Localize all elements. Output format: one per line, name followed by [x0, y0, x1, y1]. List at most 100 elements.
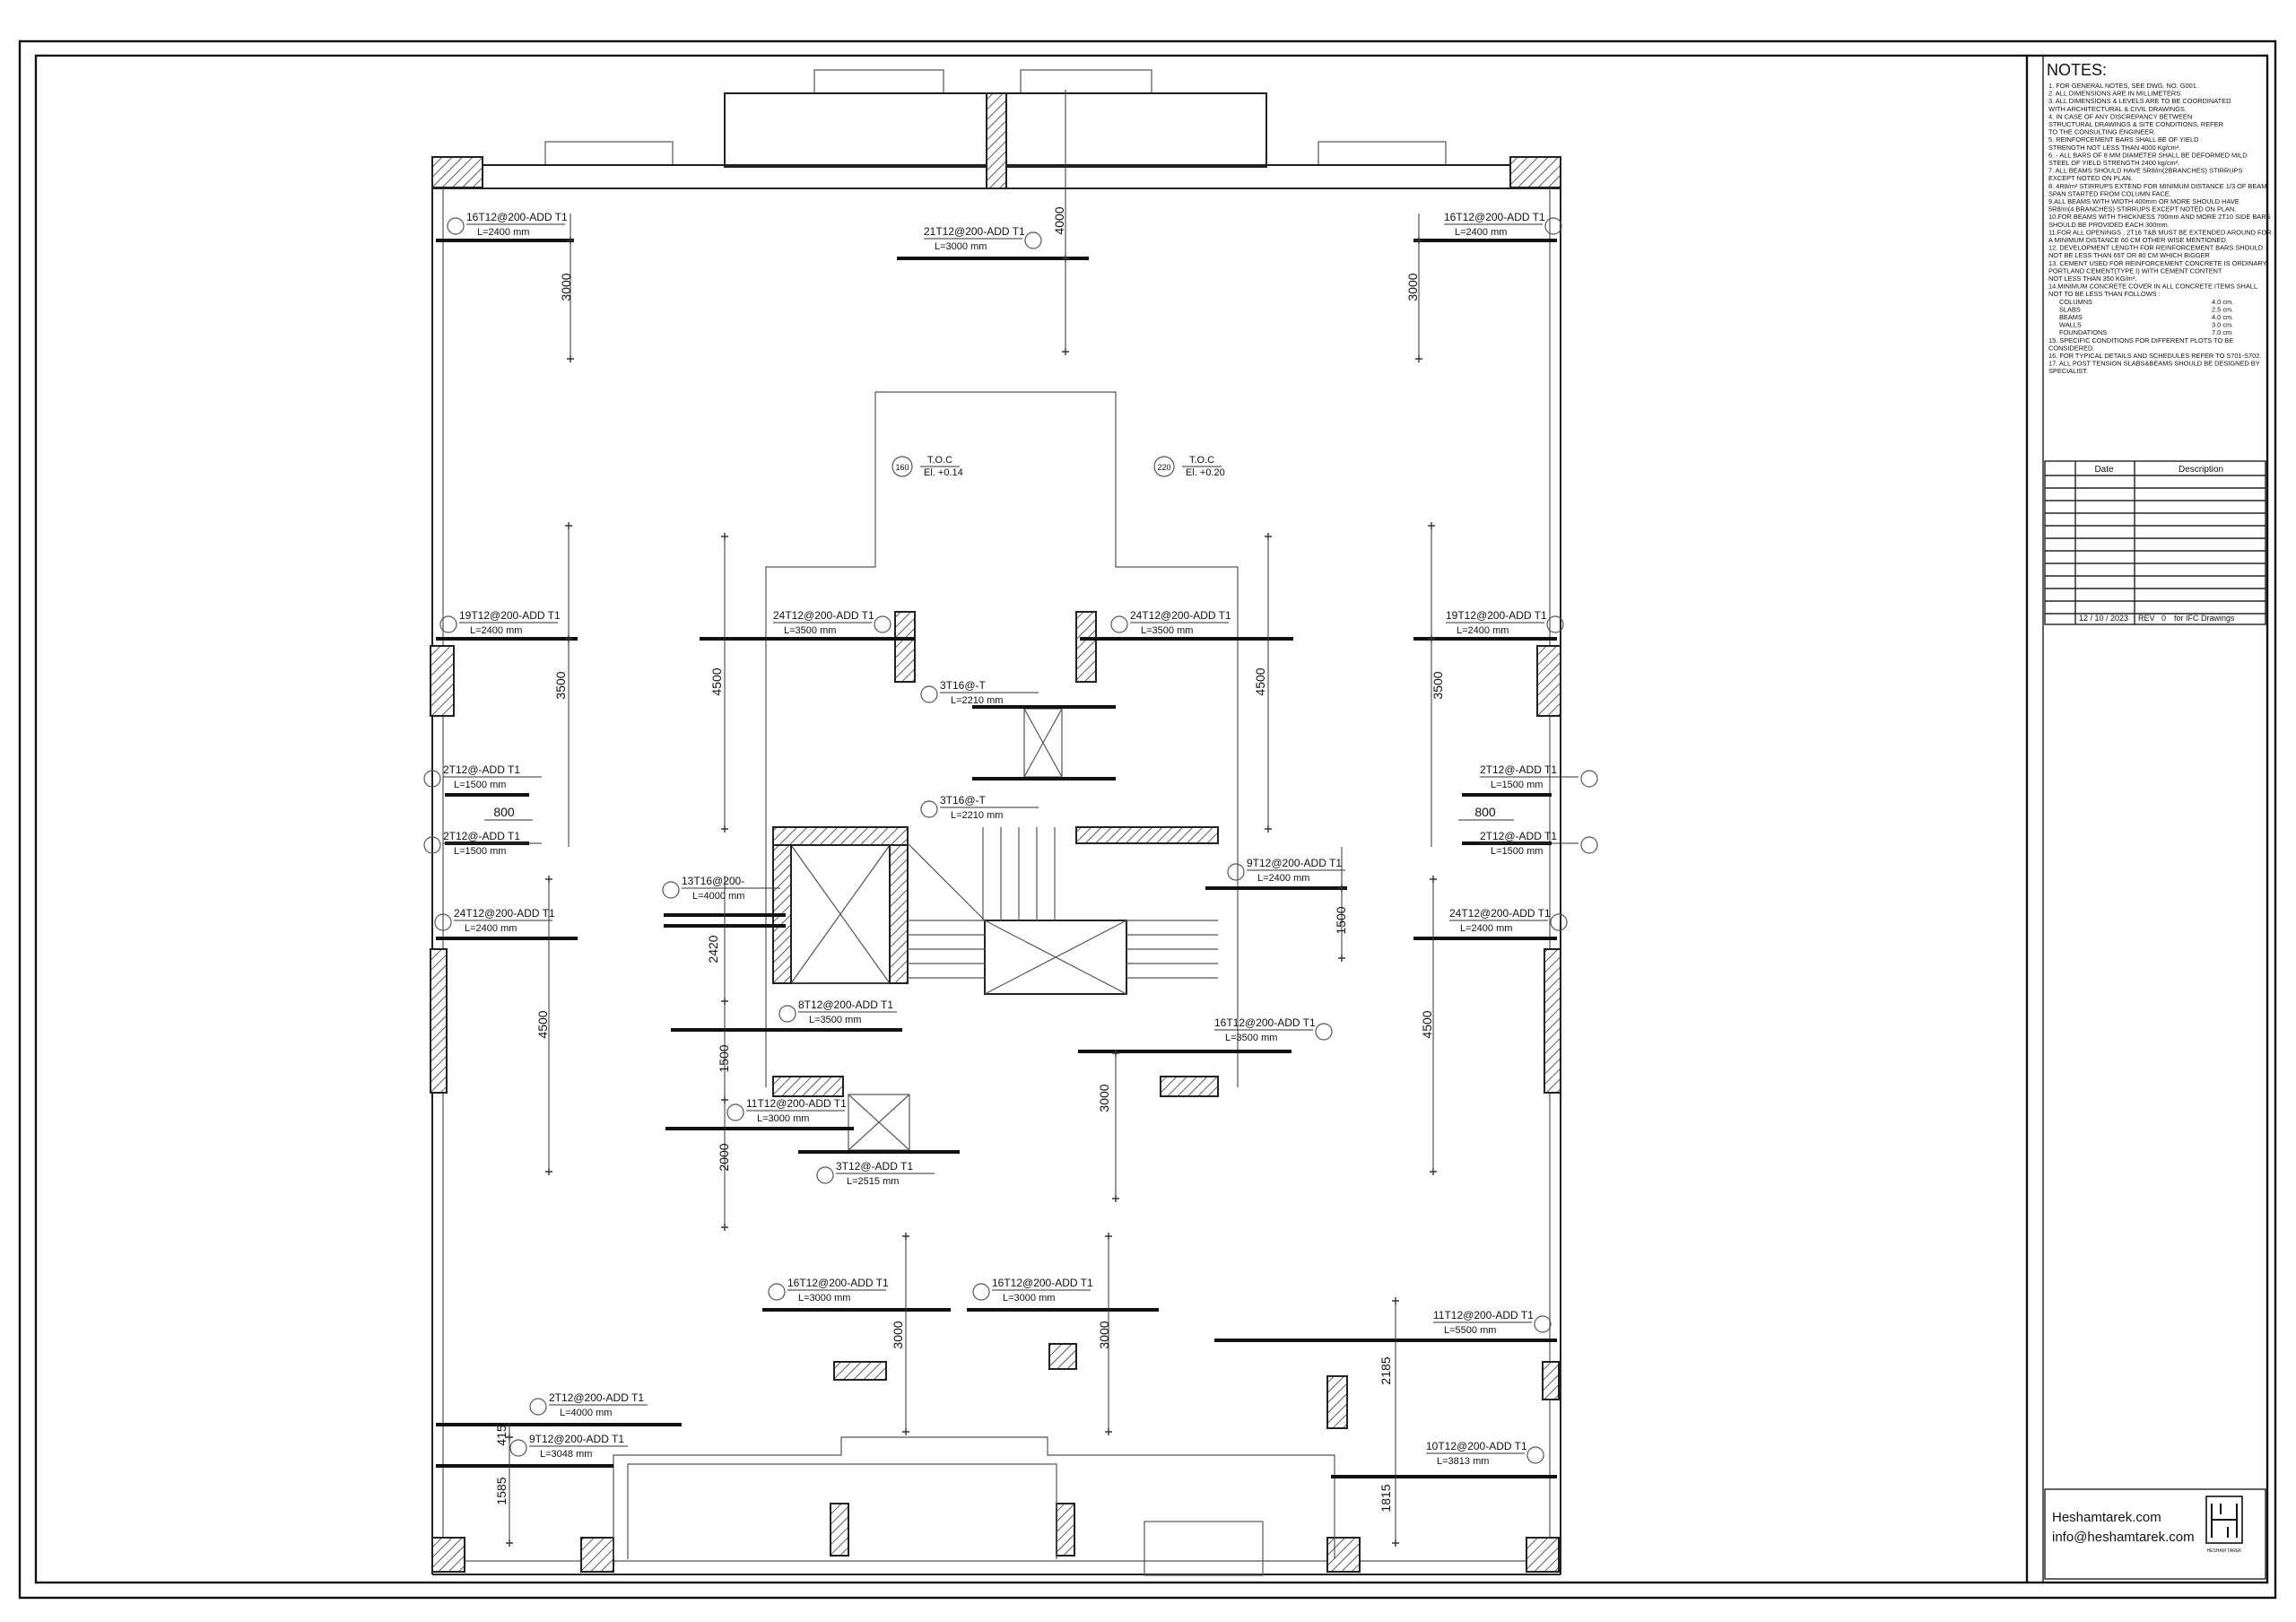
notes-lines: 1. FOR GENERAL NOTES, SEE DWG. NO. G001.…: [2048, 82, 2272, 375]
note-line: 15. SPECIFIC CONDITIONS FOR DIFFERENT PL…: [2048, 336, 2233, 344]
rebar-label: 2T12@-ADD T1L=1500 mm: [423, 830, 542, 857]
dim-label: 1500: [1334, 906, 1348, 934]
rebar-length: L=3500 mm: [809, 1015, 861, 1025]
note-line: 13. CEMENT USED FOR REINFORCEMENT CONCRE…: [2048, 259, 2267, 267]
rebar-label: 8T12@200-ADD T1 L=3500 mm: [778, 998, 897, 1025]
rebar-tag-circle: [509, 1439, 527, 1457]
revision-table: Date Description 12 / 10 / 2023 REV 0 fo…: [2044, 460, 2266, 625]
rebar-tag-circle: [1550, 913, 1568, 931]
rebar-label: 24T12@200-ADD T1L=2400 mm: [434, 907, 555, 934]
dim-label: 800: [493, 805, 515, 819]
rebar-label: 2T12@-ADD T1 L=1500 mm: [423, 763, 542, 790]
rebar-spec: 16T12@200-ADD T1: [992, 1277, 1093, 1289]
dim-label: 4000: [1052, 206, 1066, 234]
rebar-tag-circle: [1227, 863, 1245, 881]
rebar-spec: 11T12@200-ADD T1: [746, 1097, 847, 1110]
dim-label: 3000: [1405, 273, 1420, 301]
rebar-length: L=3000 mm: [935, 241, 987, 252]
rebar-length: L=2400 mm: [477, 227, 529, 238]
rebar-length: L=3500 mm: [1141, 625, 1193, 636]
dim-label: 1815: [1378, 1484, 1393, 1512]
rebar-spec: 3T16@-T: [940, 794, 987, 807]
note-line: NOT BE LESS THAN 65T OR 80 CM WHICH BIGG…: [2048, 251, 2210, 259]
note-line: 2. ALL DIMENSIONS ARE IN MILLIMETERS.: [2048, 90, 2182, 98]
rebar-tag-circle: [1580, 770, 1598, 788]
rebar-label: 19T12@200-ADD T1L=2400 mm: [439, 609, 561, 636]
rebar-tag-circle: [439, 615, 457, 633]
rebar-length: L=3000 mm: [798, 1293, 850, 1304]
rebar-tag-circle: [1580, 836, 1598, 854]
rebar-spec: 2T12@-ADD T1: [1480, 763, 1557, 776]
cover-item: COLUMNS: [2059, 298, 2092, 306]
rebar-label: 9T12@200-ADD T1 L=3048 mm: [509, 1433, 628, 1460]
contact-email: info@heshamtarek.com: [2052, 1530, 2195, 1545]
rebar-length: L=3500 mm: [784, 625, 836, 636]
rebar-tag-circle: [920, 800, 938, 818]
rebar-length: L=2400 mm: [465, 923, 517, 934]
bottom-outlines: [613, 1436, 1335, 1576]
rebar-label: 3T12@-ADD T1L=2515 mm: [816, 1160, 935, 1187]
rebar-length: L=2400 mm: [1455, 227, 1507, 238]
note-line: STRENGTH NOT LESS THAN 4000 Kg/cm².: [2048, 144, 2180, 152]
dimension-lines: [484, 90, 1514, 1547]
toc-markers: 160 T.O.C El. +0.14 220 T.O.C El. +0.20: [891, 455, 1225, 478]
rebar-label: 16T12@200-ADD T1L=3500 mm: [1214, 1016, 1333, 1043]
rebar-tag-circle: [920, 685, 938, 703]
rebar-spec: 2T12@200-ADD T1: [549, 1391, 644, 1404]
note-line: 12. DEVELOPMENT LENGTH FOR REINFORCEMENT…: [2048, 244, 2263, 252]
note-line: SPECIALIST.: [2048, 367, 2088, 375]
rebar-length: L=2210 mm: [951, 810, 1003, 821]
note-line: 16. FOR TYPICAL DETAILS AND SCHEDULES RE…: [2048, 352, 2261, 360]
rebar-tag-circle: [447, 217, 465, 235]
rebar-length: L=1500 mm: [1491, 780, 1543, 790]
note-line: SPAN STARTED FROM COLUMN FACE.: [2048, 189, 2171, 197]
rebar-length: L=3048 mm: [540, 1449, 592, 1460]
rebar-spec: 8T12@200-ADD T1: [798, 998, 893, 1011]
toc-tag: 220: [1157, 463, 1170, 472]
note-line: STEEL OF YIELD STRENGTH 2400 kg/cm².: [2048, 159, 2179, 167]
cover-value: 4.0 cm.: [2212, 313, 2233, 321]
rebar-spec: 16T12@200-ADD T1: [1214, 1016, 1316, 1029]
column: [1544, 948, 1561, 1094]
rebar-spec: 16T12@200-ADD T1: [466, 211, 568, 223]
rebar-spec: 9T12@200-ADD T1: [529, 1433, 624, 1445]
rev-number: 0: [2161, 614, 2166, 623]
column: [830, 1503, 849, 1557]
rebar-spec: 2T12@-ADD T1: [443, 830, 520, 842]
rebar-spec: 11T12@200-ADD T1: [1433, 1309, 1534, 1321]
rebar-spec: 2T12@-ADD T1: [1480, 830, 1557, 842]
dim-label: 415: [494, 1425, 509, 1446]
rebar-tag-circle: [434, 913, 452, 931]
rebar-length: L=1500 mm: [454, 780, 506, 790]
rebar-label: 10T12@200-ADD T1 L=3813 mm: [1426, 1440, 1544, 1467]
rebar-label: 21T12@200-ADD T1L=3000 mm: [924, 225, 1042, 252]
rebar-label: 9T12@200-ADD T1L=2400 mm: [1227, 857, 1345, 884]
rebar-label: 16T12@200-ADD T1L=3000 mm: [972, 1277, 1093, 1304]
column: [1536, 645, 1561, 717]
rebar-label: 2T12@-ADD T1L=1500 mm: [1480, 830, 1598, 857]
rebar-spec: 16T12@200-ADD T1: [1444, 211, 1545, 223]
rebar-label: 2T12@-ADD T1 L=1500 mm: [1480, 763, 1598, 790]
column: [1326, 1537, 1361, 1573]
rebar-spec: 3T16@-T: [940, 679, 987, 692]
cover-item: SLABS: [2059, 305, 2081, 313]
note-line: A MINIMUM DISTANCE 60 CM OTHER WISE MENT…: [2048, 236, 2228, 244]
contact-block: Heshamtarek.com info@heshamtarek.com HES…: [2044, 1488, 2266, 1580]
rebar-label: 2T12@200-ADD T1L=4000 mm: [529, 1391, 648, 1418]
note-line: TO THE CONSULTING ENGINEER.: [2048, 128, 2156, 136]
dim-label: 2185: [1378, 1356, 1393, 1384]
inner-sheet-frame: [34, 54, 2269, 1584]
rebar-spec: 16T12@200-ADD T1: [787, 1277, 889, 1289]
column: [833, 1361, 887, 1381]
rebar-length: L=2400 mm: [470, 625, 522, 636]
rebar-spec: 19T12@200-ADD T1: [1446, 609, 1547, 622]
rebar-spec: 10T12@200-ADD T1: [1426, 1440, 1527, 1452]
rebar-spec: 2T12@-ADD T1: [443, 763, 520, 776]
note-line: STRUCTURAL DRAWINGS & SITE CONDITIONS, R…: [2048, 120, 2223, 128]
rebar-length: L=3813 mm: [1437, 1456, 1489, 1467]
rebar-length: L=2400 mm: [1460, 923, 1512, 934]
rebar-length: L=2400 mm: [1257, 873, 1309, 884]
note-line: NOT LESS THAN 350 KG/m³.: [2048, 275, 2136, 283]
cover-value: 4.0 cm.: [2212, 298, 2233, 306]
